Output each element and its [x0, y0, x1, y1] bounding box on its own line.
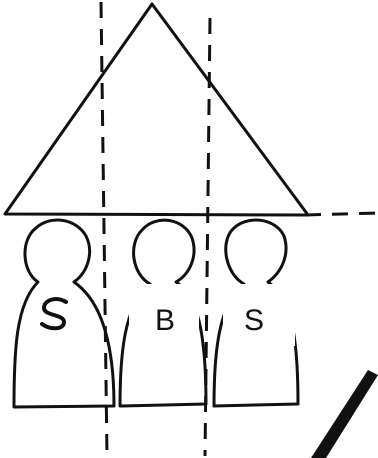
roof-triangle — [5, 4, 308, 215]
figure-middle-label: B — [155, 304, 175, 337]
figure-right: S — [214, 220, 298, 406]
horizontal-guide — [305, 213, 378, 215]
figure-left-outline — [14, 220, 114, 407]
figure-middle: B — [120, 220, 206, 406]
figure-left-label — [42, 299, 66, 328]
figure-right-label: S — [244, 304, 264, 337]
figure-left — [14, 220, 114, 407]
diagonal-stroke — [311, 370, 378, 458]
